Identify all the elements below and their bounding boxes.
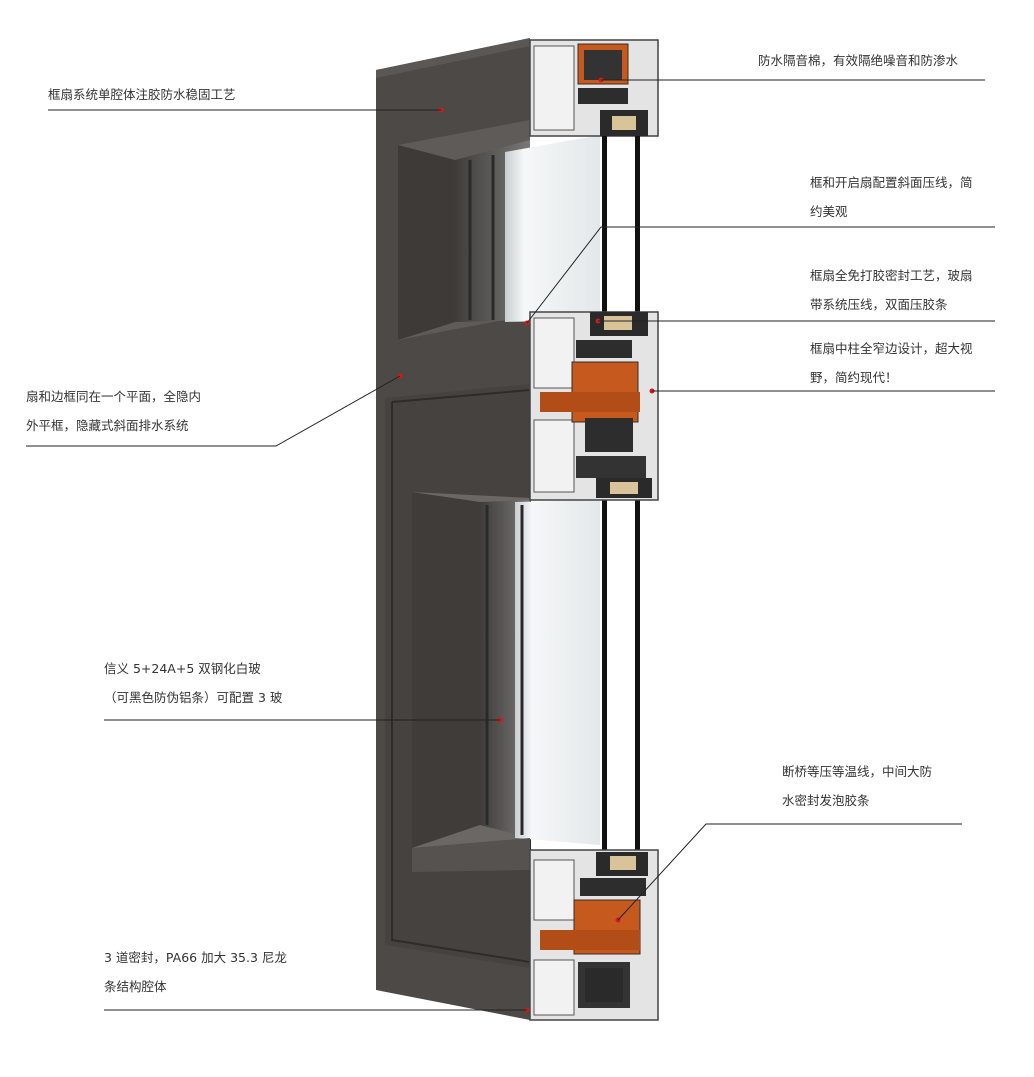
callout-c5-line1: 框扇中柱全窄边设计，超大视 [810, 341, 973, 356]
leader-c6 [26, 375, 401, 447]
callout-c6: 扇和边框同在一个平面，全隐内 外平框，隐藏式斜面排水系统 [26, 382, 201, 440]
callout-c6-line1: 扇和边框同在一个平面，全隐内 [26, 389, 202, 404]
profile-bottom-section [529, 849, 659, 1021]
callout-c9-line2: 条结构腔体 [104, 979, 167, 994]
profile-middle-section [529, 311, 659, 501]
callout-c8: 断桥等压等温线，中间大防 水密封发泡胶条 [782, 757, 932, 815]
callout-c3: 框和开启扇配置斜面压线，简 约美观 [810, 168, 973, 226]
callout-c5-line2: 野，简约现代！ [810, 370, 898, 385]
callout-c5: 框扇中柱全窄边设计，超大视 野，简约现代！ [810, 334, 973, 392]
callout-c4-line1: 框扇全免打胶密封工艺，玻扇 [810, 268, 973, 283]
callout-c3-line2: 约美观 [810, 204, 848, 219]
leader-c3 [526, 226, 995, 324]
lower-window-opening [412, 492, 600, 872]
callout-c7-line1: 信义 5+24A+5 双钢化白玻 [104, 661, 261, 676]
callout-c4: 框扇全免打胶密封工艺，玻扇 带系统压线，双面压胶条 [810, 261, 973, 319]
callout-c1-line1: 框扇系统单腔体注胶防水稳固工艺 [48, 87, 236, 102]
callout-c9: 3 道密封，PA66 加大 35.3 尼龙 条结构腔体 [104, 943, 287, 1001]
callout-c4-line2: 带系统压线，双面压胶条 [810, 297, 948, 312]
leader-c8 [617, 823, 962, 921]
callout-c9-line1: 3 道密封，PA66 加大 35.3 尼龙 [104, 950, 287, 965]
callout-c2: 防水隔音棉，有效隔绝噪音和防渗水 [758, 46, 958, 75]
callout-c7-line2: （可黑色防伪铝条）可配置 3 玻 [104, 690, 283, 705]
leader-lines [26, 79, 995, 1011]
callout-c8-line2: 水密封发泡胶条 [782, 793, 870, 808]
double-glazing-lines [602, 136, 640, 852]
callout-c6-line2: 外平框，隐藏式斜面排水系统 [26, 418, 189, 433]
callout-c8-line1: 断桥等压等温线，中间大防 [782, 764, 933, 779]
callout-c3-line1: 框和开启扇配置斜面压线，简 [810, 175, 973, 190]
callout-c2-line1: 防水隔音棉，有效隔绝噪音和防渗水 [758, 53, 959, 68]
profile-top-section [529, 39, 659, 137]
callout-c1: 框扇系统单腔体注胶防水稳固工艺 [48, 80, 236, 109]
upper-window-opening [398, 120, 600, 340]
callout-c7: 信义 5+24A+5 双钢化白玻 （可黑色防伪铝条）可配置 3 玻 [104, 654, 282, 712]
